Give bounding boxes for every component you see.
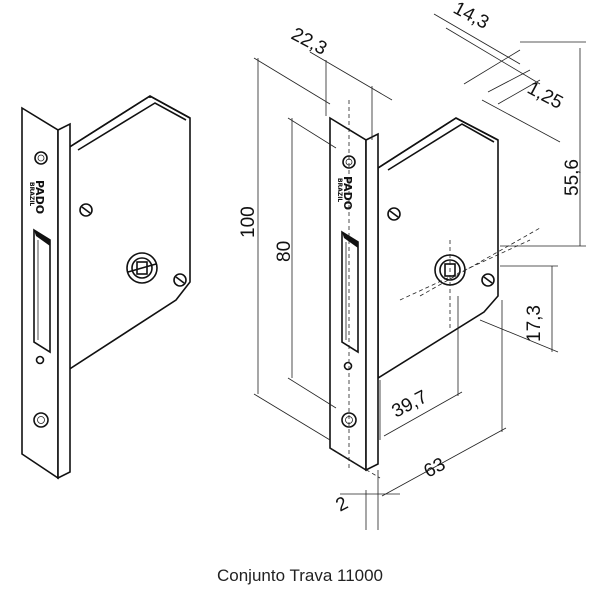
- case-screw-top-icon: [79, 203, 93, 217]
- lock-left-view: PADO BRAZIL: [21, 95, 191, 480]
- faceplate-left: [21, 106, 71, 480]
- brand-country: BRAZIL: [28, 182, 35, 206]
- dim-2: 2: [332, 493, 351, 517]
- dim-100: 100: [238, 206, 259, 238]
- dimension-lines: [253, 13, 586, 530]
- drawing-caption: Conjunto Trava 11000: [216, 566, 384, 585]
- brand-logo-right: PADO: [341, 176, 354, 210]
- dim-17-3: 17,3: [524, 305, 545, 342]
- case-screw-bottom-right-icon: [481, 273, 495, 287]
- dim-63: 63: [420, 454, 449, 482]
- case-screw-top-right-icon: [387, 207, 401, 221]
- lock-case-right: [377, 117, 499, 380]
- dim-39-7: 39,7: [388, 387, 431, 423]
- case-screw-bottom-icon: [173, 273, 187, 287]
- dim-1-25: 1,25: [524, 78, 567, 114]
- brand-logo: PADO: [33, 180, 46, 214]
- screw-hole-bottom-icon: [33, 412, 49, 428]
- lock-right-view: PADO BRAZIL: [238, 0, 586, 530]
- dim-55-6: 55,6: [562, 159, 583, 196]
- screw-hole-top-icon: [34, 151, 48, 165]
- spindle-left-icon: [126, 252, 158, 284]
- brand-country-right: BRAZIL: [336, 178, 343, 202]
- faceplate-right: [329, 116, 379, 472]
- center-lines: [329, 100, 541, 479]
- lock-case-left: [67, 95, 191, 372]
- dim-14-3: 14,3: [450, 0, 493, 34]
- dim-22-3: 22,3: [288, 24, 331, 60]
- dim-80: 80: [274, 241, 295, 262]
